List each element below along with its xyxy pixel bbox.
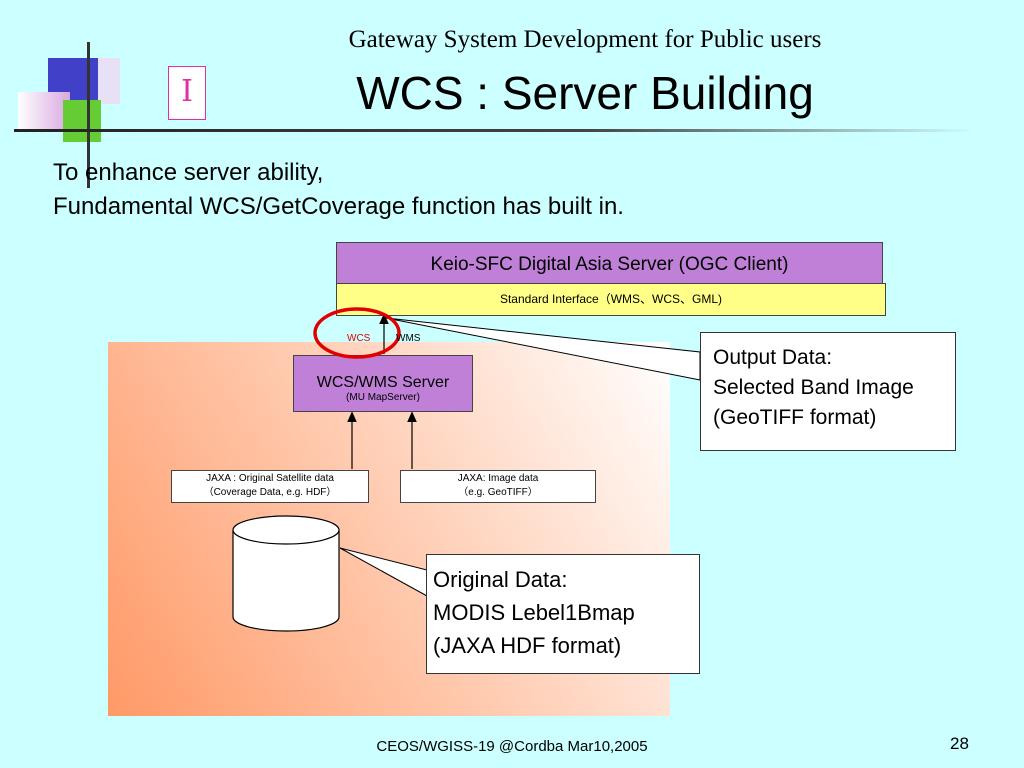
wcs-highlight-circle bbox=[313, 307, 401, 359]
satellite-data-line-2: （Coverage Data, e.g. HDF） bbox=[203, 487, 337, 498]
decor-vertical-line bbox=[87, 42, 90, 188]
wcs-label: WCS bbox=[347, 333, 371, 344]
original-data-callout: Original Data: MODIS Lebel1Bmap (JAXA HD… bbox=[426, 554, 700, 674]
intro-line-1: To enhance server ability, bbox=[53, 159, 324, 186]
intro-text: To enhance server ability, Fundamental W… bbox=[53, 156, 624, 224]
decor-square-light bbox=[98, 58, 120, 104]
client-box: Keio-SFC Digital Asia Server (OGC Client… bbox=[336, 242, 883, 284]
standard-interface-box: Standard Interface（WMS、WCS、GML) bbox=[336, 283, 886, 316]
server-sublabel: (MU MapServer) bbox=[346, 392, 420, 403]
server-label: WCS/WMS Server bbox=[316, 374, 450, 391]
server-box: WCS/WMS Server (MU MapServer) bbox=[293, 355, 473, 412]
page-number: 28 bbox=[950, 734, 969, 753]
output-line-3: (GeoTIFF format) bbox=[713, 406, 877, 429]
image-data-line-1: JAXA: Image data bbox=[457, 473, 539, 484]
image-data-line-2: （e.g. GeoTIFF） bbox=[458, 487, 538, 498]
slide-footer: CEOS/WGISS-19 @Cordba Mar10,2005 bbox=[376, 738, 648, 755]
intro-line-2: Fundamental WCS/GetCoverage function has… bbox=[53, 193, 624, 220]
decor-square-pink bbox=[18, 92, 70, 130]
original-callout-pointer bbox=[339, 547, 428, 597]
output-line-2: Selected Band Image bbox=[713, 376, 914, 399]
database-cylinder-top bbox=[232, 515, 340, 545]
image-data-box: JAXA: Image data （e.g. GeoTIFF） bbox=[400, 470, 596, 503]
satellite-data-box: JAXA : Original Satellite data （Coverage… bbox=[171, 470, 369, 503]
wms-label: WMS bbox=[396, 333, 421, 344]
original-line-2: MODIS Lebel1Bmap bbox=[433, 600, 635, 625]
original-line-3: (JAXA HDF format) bbox=[433, 633, 622, 658]
original-line-1: Original Data: bbox=[433, 567, 568, 592]
output-data-callout: Output Data: Selected Band Image (GeoTIF… bbox=[700, 332, 956, 451]
slide-title: WCS : Server Building bbox=[356, 67, 814, 119]
decor-square-green bbox=[63, 100, 101, 142]
output-callout-pointer bbox=[385, 317, 701, 381]
title-underline bbox=[14, 129, 974, 132]
slide-subtitle: Gateway System Development for Public us… bbox=[348, 26, 822, 53]
output-line-1: Output Data: bbox=[713, 346, 833, 369]
database-cylinder-body bbox=[232, 530, 340, 632]
satellite-data-line-1: JAXA : Original Satellite data bbox=[206, 473, 334, 484]
section-numeral: Ⅰ bbox=[168, 66, 206, 120]
